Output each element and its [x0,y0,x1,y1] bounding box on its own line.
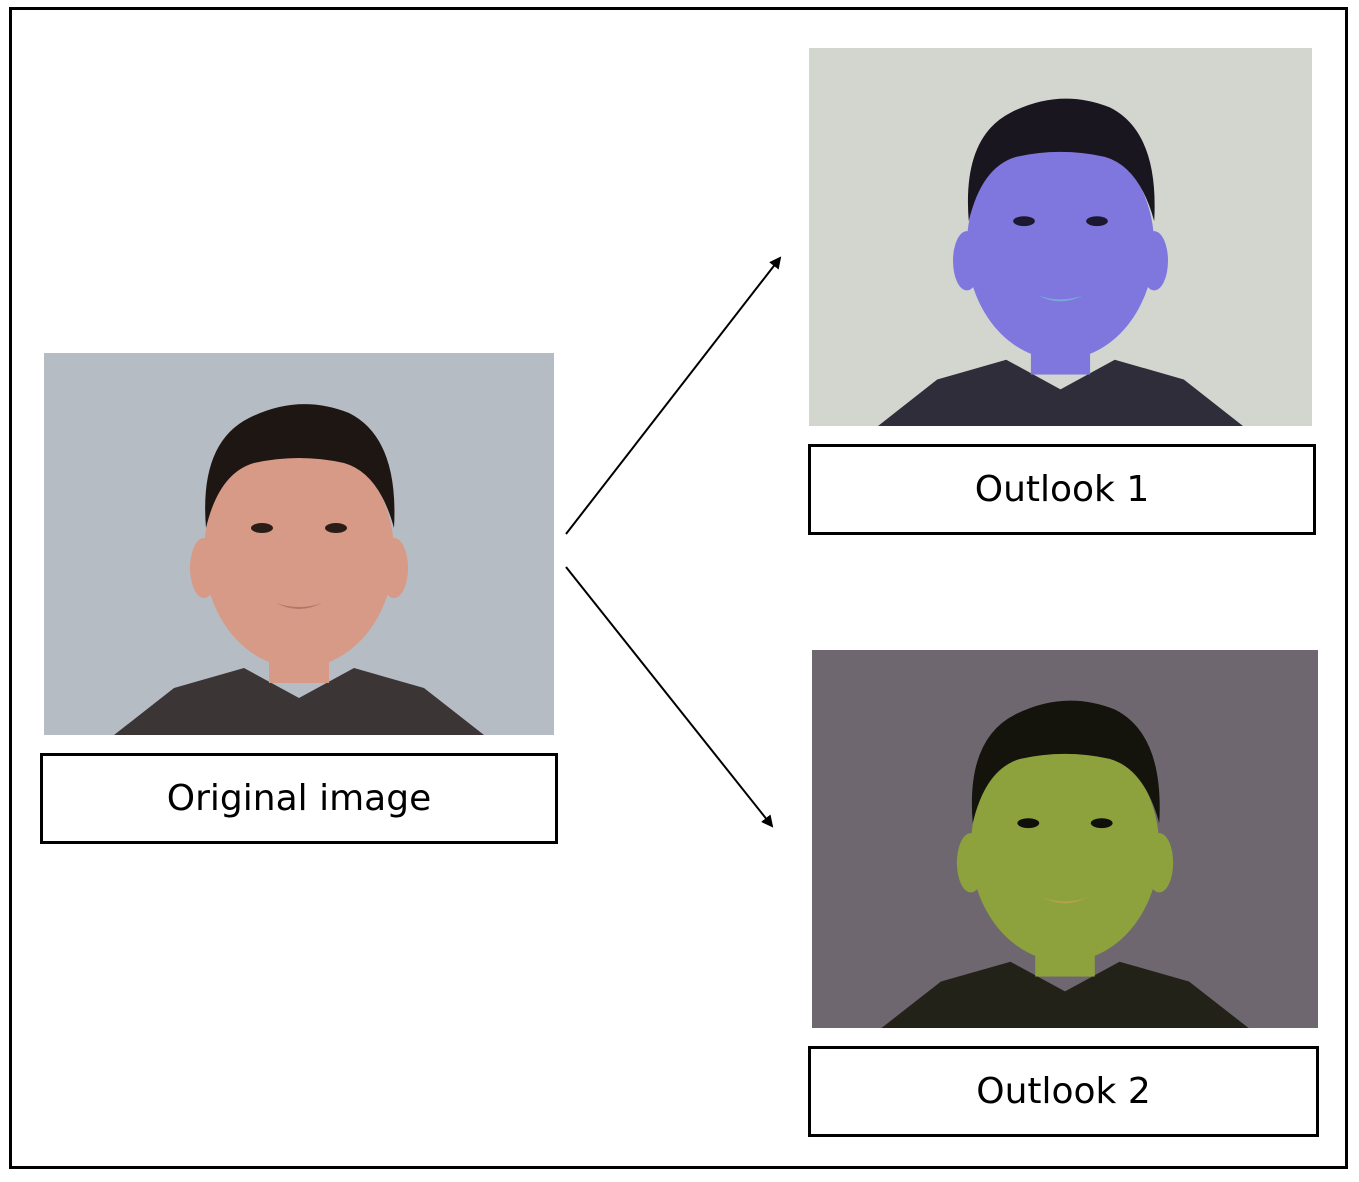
original-image-label: Original image [40,753,558,844]
outlook2-label: Outlook 2 [808,1046,1319,1137]
outlook2-label-text: Outlook 2 [976,1071,1151,1112]
original-photo [44,353,554,735]
original-image-label-text: Original image [166,778,432,819]
portrait-outlook2 [812,650,1318,1028]
outlook1-label-text: Outlook 1 [974,469,1150,510]
outlook1-photo [809,48,1312,426]
outlook2-photo [812,650,1318,1028]
portrait-original [44,353,554,735]
portrait-outlook1 [809,48,1312,426]
outlook1-label: Outlook 1 [808,444,1316,535]
